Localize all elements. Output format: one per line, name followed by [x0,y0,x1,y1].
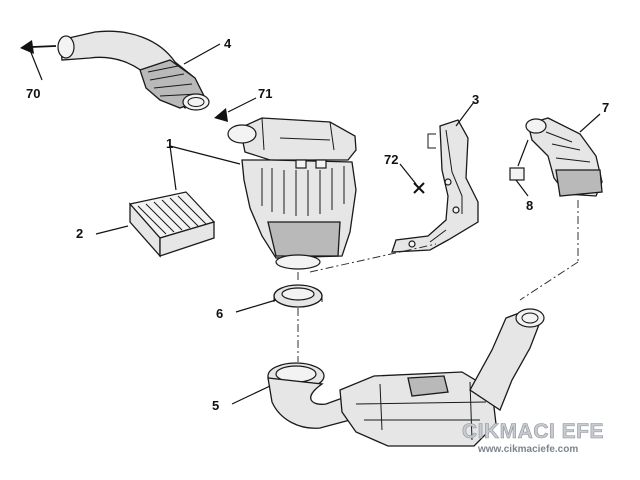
clip-part-72 [413,182,425,194]
elbow-connector-part-7 [525,117,603,197]
mounting-bracket-part-3 [391,119,479,253]
filter-element-part-2 [128,191,216,258]
callout-7: 7 [602,100,609,115]
assembly-center-lines [297,200,579,362]
callout-2: 2 [76,226,83,241]
direction-arrows [20,40,228,122]
pad-part-8 [509,167,525,181]
callout-4: 4 [224,36,232,51]
callout-3: 3 [472,92,479,107]
callout-71: 71 [258,86,272,101]
intake-hose-part-4 [57,30,210,111]
callout-1: 1 [166,136,173,151]
watermark-title: CIKMACI EFE [462,420,604,443]
lower-resonator-part-5 [267,308,545,447]
arrow-70-head [20,40,34,54]
callout-70: 70 [26,86,40,101]
watermark-url: www.cikmaciefe.com [477,444,578,455]
callout-72: 72 [384,152,398,167]
leader-lines [29,43,601,405]
callout-6: 6 [216,306,223,321]
callout-5: 5 [212,398,219,413]
arrow-71-head [214,108,228,122]
callout-8: 8 [526,198,533,213]
air-filter-box-part-1 [227,117,357,270]
seal-ring-part-6 [273,284,323,308]
